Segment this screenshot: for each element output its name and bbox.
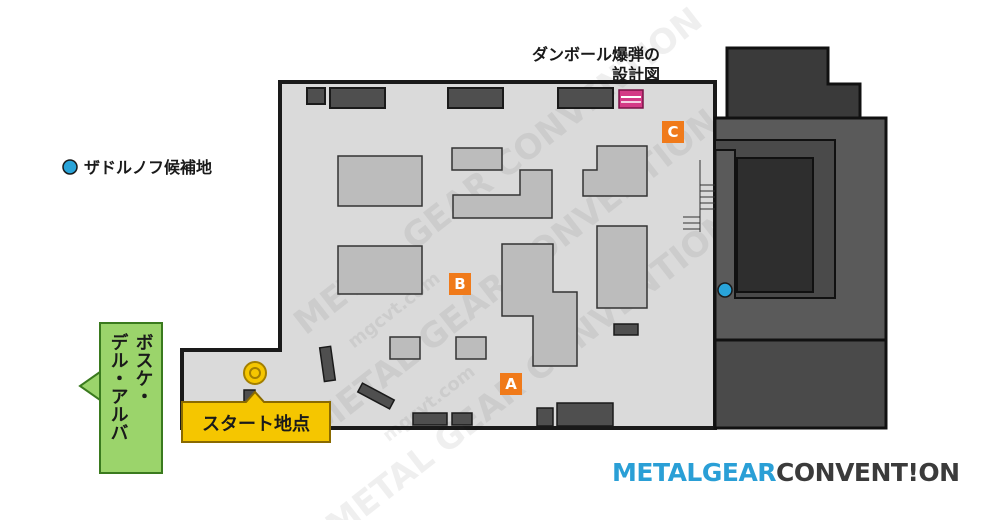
building [389, 336, 421, 360]
crate [412, 412, 448, 426]
svg-text:デル・アルバ: デル・アルバ [108, 332, 129, 441]
building [455, 336, 487, 360]
building [582, 145, 648, 197]
crate [356, 382, 396, 410]
brand-part1: METALGEAR [612, 458, 777, 487]
start-marker [243, 361, 267, 385]
svg-text:C: C [667, 123, 678, 141]
legend-marker-icon [62, 159, 78, 175]
crate [306, 87, 326, 105]
building [337, 155, 423, 207]
marker-b: B [449, 273, 471, 295]
crate [447, 87, 504, 109]
building [452, 169, 553, 219]
crate [557, 87, 614, 109]
brand-part2: CONVENT!ON [776, 458, 960, 487]
svg-text:ボスケ・: ボスケ・ [133, 333, 154, 405]
brand-logo: METALGEARCONVENT!ON [612, 458, 960, 487]
crate [451, 412, 473, 426]
zadornov-marker [717, 282, 733, 298]
building [596, 225, 648, 309]
legend-zadornov: ザドルノフ候補地 [62, 158, 212, 177]
exit-badge: ボスケ・ デル・アルバ [78, 322, 163, 474]
crate [318, 345, 337, 383]
svg-text:B: B [454, 275, 465, 293]
crate [329, 87, 386, 109]
tower-complex [683, 46, 888, 430]
blueprint-label: ダンボール爆弾の [532, 45, 660, 64]
svg-text:スタート地点: スタート地点 [202, 413, 310, 435]
svg-text:ザドルノフ候補地: ザドルノフ候補地 [84, 158, 212, 177]
start-badge: スタート地点 [181, 390, 331, 443]
crate [536, 407, 554, 427]
building [501, 243, 578, 367]
blueprint-label: 設計図 [612, 65, 660, 84]
crate [556, 402, 614, 427]
crate [613, 323, 639, 336]
marker-a: A [500, 373, 522, 395]
building [451, 147, 503, 171]
blueprint-icon [618, 89, 644, 109]
marker-c: C [662, 121, 684, 143]
svg-text:A: A [505, 375, 517, 393]
building [337, 245, 423, 295]
